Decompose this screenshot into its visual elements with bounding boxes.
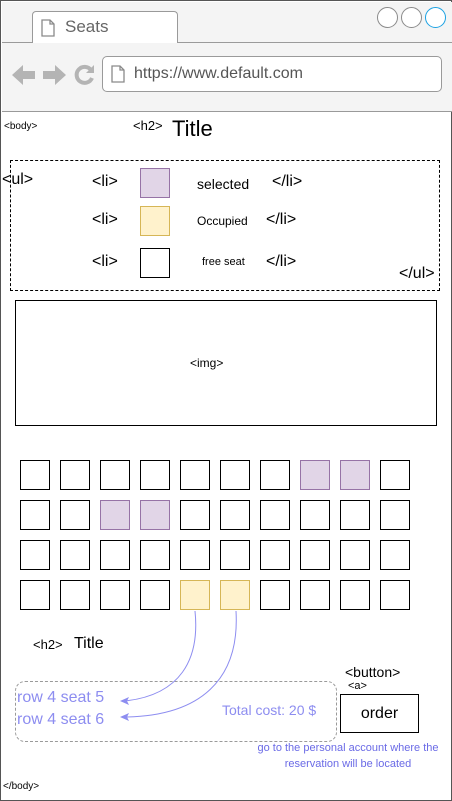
img-tag: <img>: [190, 356, 224, 370]
legend-swatch-selected: [140, 168, 170, 198]
seat-free[interactable]: [260, 580, 290, 610]
seat-free[interactable]: [180, 500, 210, 530]
back-arrow-icon[interactable]: [12, 64, 36, 86]
total-cost: Total cost: 20 $: [222, 702, 317, 718]
annotation-arrow: [124, 610, 197, 702]
seat-free[interactable]: [20, 580, 50, 610]
arrowhead-icon: [120, 697, 129, 705]
legend-label: selected: [197, 176, 250, 192]
annotation-arrow: [124, 610, 237, 718]
page-title: Title: [172, 116, 213, 141]
page-icon: [111, 65, 125, 83]
seat-free[interactable]: [60, 540, 90, 570]
seat-occupied: [180, 580, 210, 610]
body-close-tag: </body>: [3, 781, 40, 792]
seat-free[interactable]: [180, 460, 210, 490]
seat-free[interactable]: [60, 580, 90, 610]
seat-free[interactable]: [60, 500, 90, 530]
seat-free[interactable]: [220, 460, 250, 490]
seat-free[interactable]: [220, 500, 250, 530]
seat-free[interactable]: [100, 460, 130, 490]
seat-free[interactable]: [100, 580, 130, 610]
seat-free[interactable]: [300, 500, 330, 530]
legend-label: free seat: [202, 256, 245, 268]
reload-icon[interactable]: [73, 64, 95, 86]
tab-bar: Seats: [2, 2, 452, 43]
h2-tag-2: <h2>: [33, 637, 63, 652]
li-close-tag: </li>: [266, 211, 297, 228]
address-bar[interactable]: https://www.default.com: [102, 56, 442, 92]
seat-free[interactable]: [140, 540, 170, 570]
seat-free[interactable]: [380, 580, 410, 610]
seat-free[interactable]: [140, 460, 170, 490]
section-title: Title: [74, 635, 104, 652]
selection-summary: [15, 681, 337, 742]
body-open-tag: <body>: [4, 121, 38, 132]
seat-free[interactable]: [180, 540, 210, 570]
seat-free[interactable]: [260, 460, 290, 490]
legend-swatch-free: [140, 248, 170, 278]
page-icon: [41, 19, 55, 37]
seat-free[interactable]: [340, 500, 370, 530]
li-open-tag: <li>: [92, 173, 118, 190]
li-close-tag: </li>: [266, 253, 297, 270]
ul-open-tag: <ul>: [2, 171, 34, 188]
seat-occupied: [220, 580, 250, 610]
legend-list: [10, 160, 440, 291]
close-circle-icon[interactable]: [425, 7, 446, 28]
seat-selected[interactable]: [300, 460, 330, 490]
seat-free[interactable]: [60, 460, 90, 490]
li-open-tag: <li>: [92, 211, 118, 228]
url-text: https://www.default.com: [134, 65, 303, 82]
seat-free[interactable]: [380, 500, 410, 530]
seat-free[interactable]: [20, 460, 50, 490]
seat-free[interactable]: [260, 540, 290, 570]
order-button[interactable]: order: [340, 694, 419, 733]
legend-swatch-occupied: [140, 206, 170, 236]
h2-tag: <h2>: [133, 118, 163, 133]
seat-selected[interactable]: [140, 500, 170, 530]
tab-title: Seats: [65, 17, 109, 36]
selected-seat-item: row 4 seat 5: [17, 689, 105, 706]
seat-free[interactable]: [340, 580, 370, 610]
maximize-circle-icon[interactable]: [401, 7, 422, 28]
li-close-tag: </li>: [272, 173, 303, 190]
order-note: go to the personal account where the res…: [257, 742, 439, 770]
seat-selected[interactable]: [100, 500, 130, 530]
forward-arrow-icon[interactable]: [42, 64, 66, 86]
seat-free[interactable]: [380, 540, 410, 570]
selected-seat-item: row 4 seat 6: [17, 711, 105, 728]
seat-free[interactable]: [20, 500, 50, 530]
seat-free[interactable]: [140, 580, 170, 610]
seat-free[interactable]: [20, 540, 50, 570]
ul-close-tag: </ul>: [399, 265, 435, 282]
seat-free[interactable]: [220, 540, 250, 570]
seat-free[interactable]: [300, 580, 330, 610]
nav-bar: https://www.default.com: [2, 43, 452, 112]
seat-free[interactable]: [100, 540, 130, 570]
seat-free[interactable]: [300, 540, 330, 570]
button-tag: <button>: [345, 664, 401, 680]
seat-free[interactable]: [260, 500, 290, 530]
legend-label: Occupied: [197, 214, 248, 228]
seat-free[interactable]: [340, 540, 370, 570]
li-open-tag: <li>: [92, 253, 118, 270]
image-placeholder: <img>: [15, 300, 437, 426]
tab-seats[interactable]: Seats: [32, 11, 178, 43]
a-tag: <a>: [348, 680, 367, 692]
arrowhead-icon: [120, 713, 129, 721]
seat-selected[interactable]: [340, 460, 370, 490]
minimize-circle-icon[interactable]: [377, 7, 398, 28]
seat-free[interactable]: [380, 460, 410, 490]
